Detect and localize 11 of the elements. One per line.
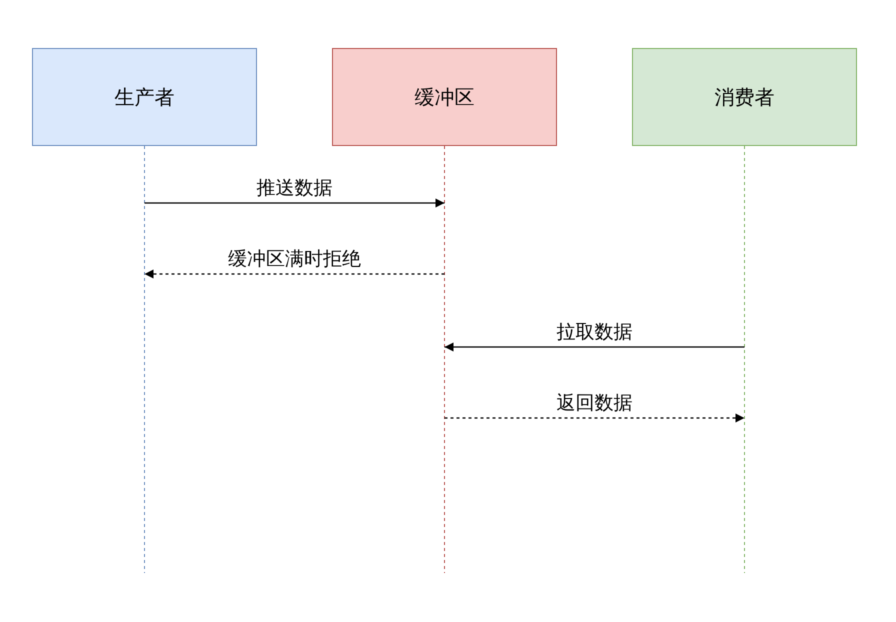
message-label: 推送数据 — [256, 176, 332, 201]
message-arrow — [144, 198, 444, 208]
participant-name: 缓冲区 — [414, 84, 474, 110]
message-label: 缓冲区满时拒绝 — [228, 247, 361, 272]
participant-name: 消费者 — [714, 84, 774, 110]
message-label: 拉取数据 — [556, 320, 632, 345]
message-arrow — [444, 342, 744, 352]
message-label: 返回数据 — [556, 391, 632, 416]
message-arrow — [444, 414, 744, 422]
message-arrow — [144, 270, 444, 278]
participant-name: 生产者 — [114, 84, 174, 110]
